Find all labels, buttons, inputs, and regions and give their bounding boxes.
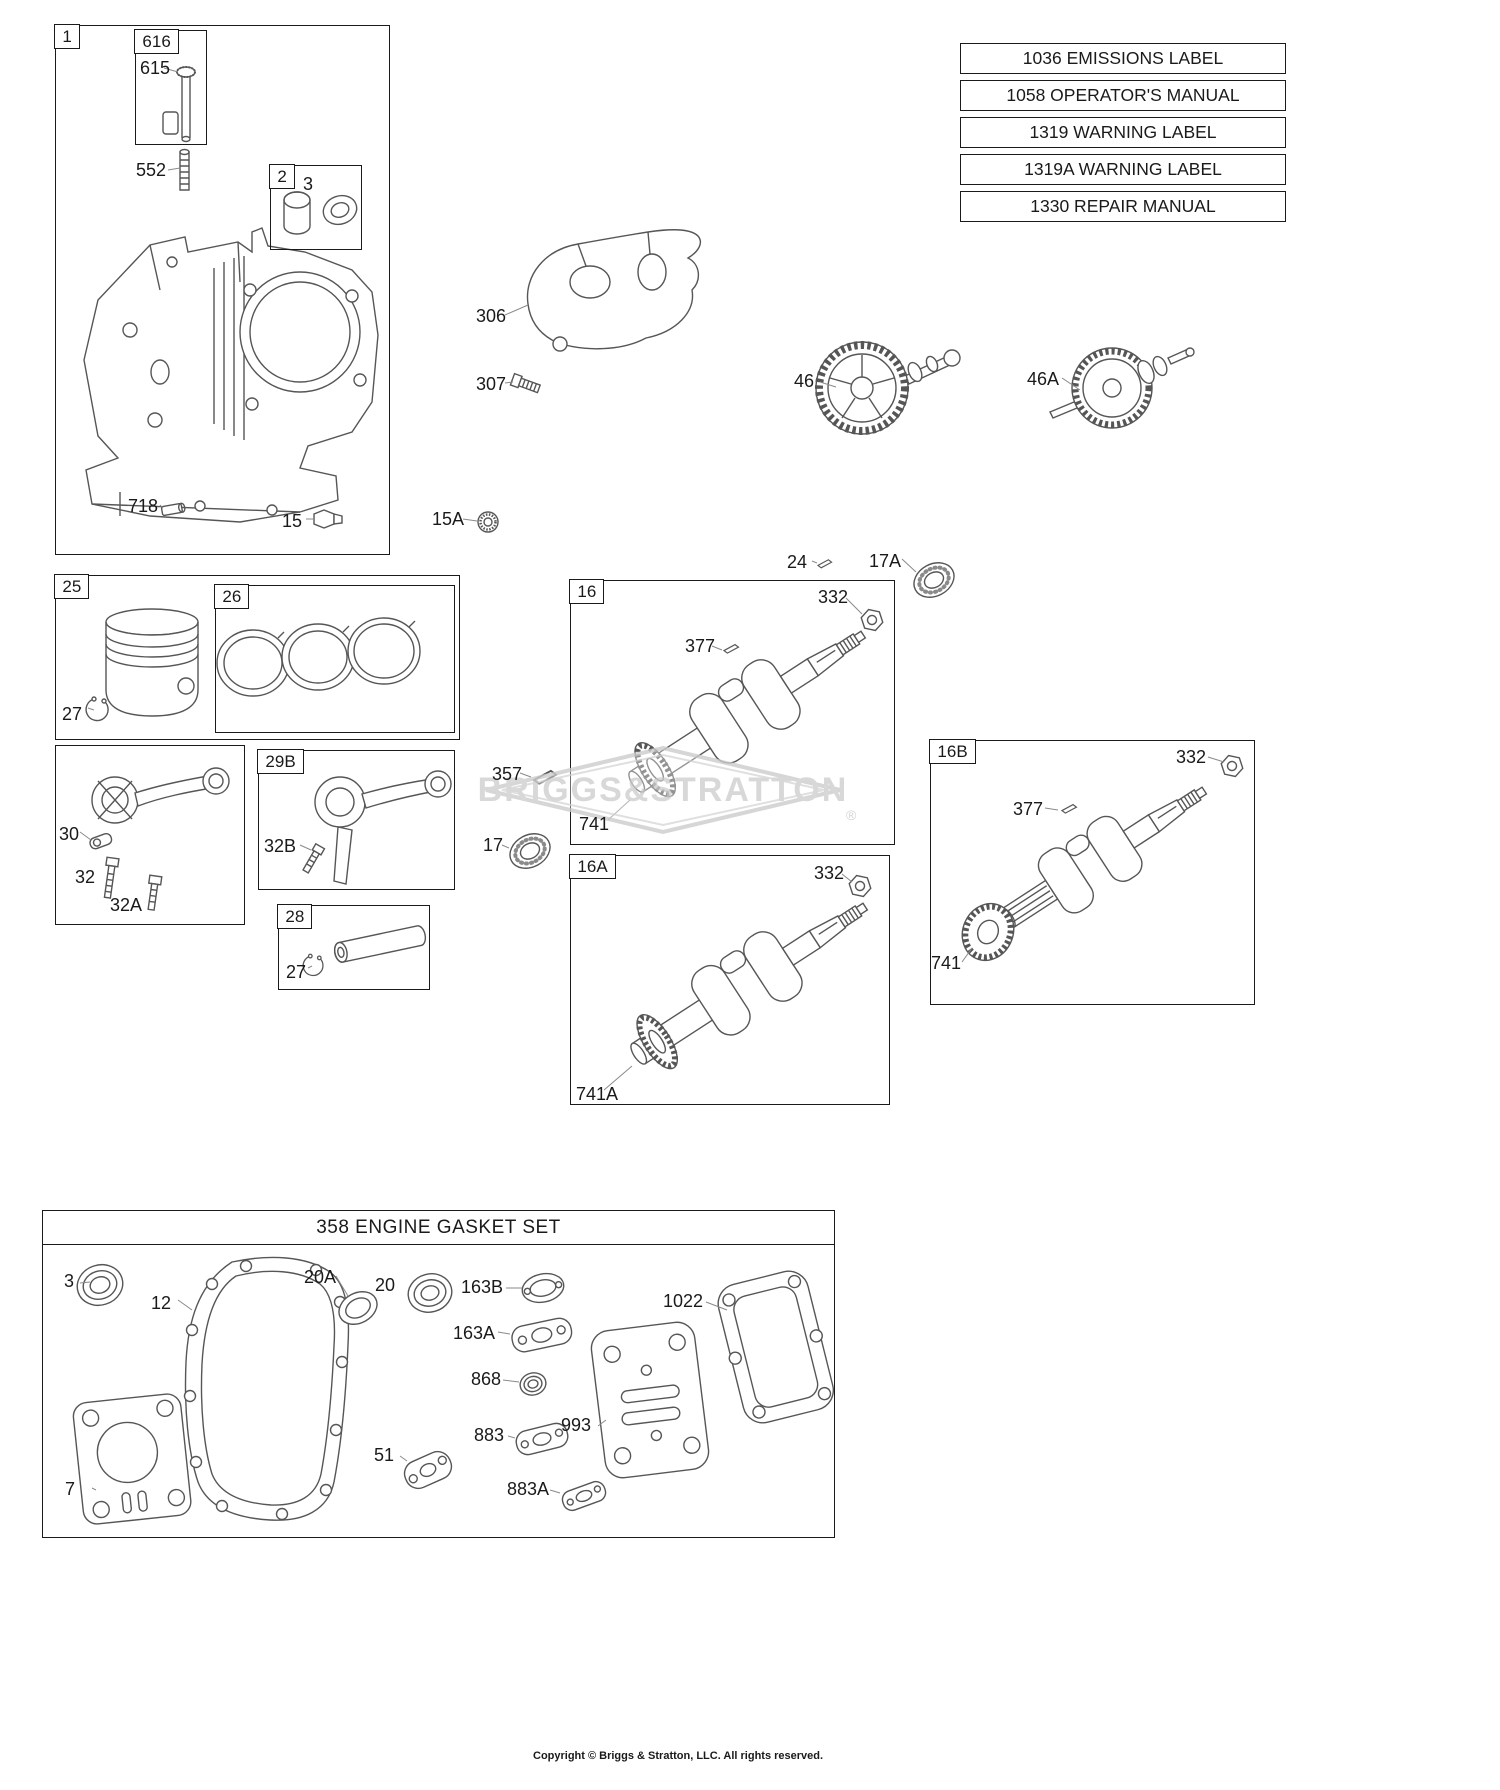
callout-32A: 32A <box>110 895 143 915</box>
screw-307-drawing <box>509 372 542 394</box>
reference-label-text: 1319 WARNING LABEL <box>1029 122 1217 142</box>
group-box-616: 616 <box>134 29 207 145</box>
reference-label-text: 1036 EMISSIONS LABEL <box>1022 48 1224 68</box>
callout-741-16: 741 <box>579 814 610 834</box>
callout-615: 615 <box>140 58 171 78</box>
callout-g883: 883 <box>474 1425 505 1445</box>
callout-377-16B: 377 <box>1013 799 1044 819</box>
group-box-29B: 29B <box>257 749 455 890</box>
callout-15A: 15A <box>432 509 465 529</box>
callout-17: 17 <box>483 835 504 855</box>
gasket-set-box: 358 ENGINE GASKET SET <box>42 1210 835 1538</box>
group-box-16B: 16B <box>929 739 1255 1005</box>
callout-g883A: 883A <box>507 1479 550 1499</box>
camshaft-drawing <box>1049 347 1195 429</box>
gasket-set-title: 358 ENGINE GASKET SET <box>316 1216 561 1238</box>
group-box-rod <box>55 745 245 925</box>
callout-g163A: 163A <box>453 1323 496 1343</box>
callout-377-16: 377 <box>685 636 716 656</box>
reference-label-warning-a: 1319A WARNING LABEL <box>960 154 1286 185</box>
heat-shield-drawing <box>526 229 702 352</box>
callout-g7: 7 <box>65 1479 76 1499</box>
callout-g20A: 20A <box>304 1267 337 1287</box>
group-box-616-tag: 616 <box>134 29 179 55</box>
callout-27-pin: 27 <box>286 962 307 982</box>
callout-718: 718 <box>128 496 159 516</box>
callout-332-16B: 332 <box>1176 747 1207 767</box>
callout-g20: 20 <box>375 1275 396 1295</box>
bearing-17-drawing <box>504 827 556 875</box>
group-box-29B-tag: 29B <box>257 749 304 775</box>
callout-46A: 46A <box>1027 369 1060 389</box>
group-box-1-tag: 1 <box>54 24 80 50</box>
key-24-drawing <box>817 559 833 569</box>
group-box-16A: 16A <box>569 854 890 1105</box>
callout-27-piston: 27 <box>62 704 83 724</box>
reference-label-text: 1058 OPERATOR'S MANUAL <box>1006 85 1240 105</box>
callout-g1022: 1022 <box>663 1291 704 1311</box>
group-box-25-tag: 25 <box>54 574 90 600</box>
reference-label-repair-manual: 1330 REPAIR MANUAL <box>960 191 1286 222</box>
callout-3: 3 <box>303 174 314 194</box>
callout-46: 46 <box>794 371 815 391</box>
group-box-26-tag: 26 <box>214 584 250 610</box>
group-box-28-tag: 28 <box>277 904 313 930</box>
callout-332-16: 332 <box>818 587 849 607</box>
reference-label-text: 1330 REPAIR MANUAL <box>1030 196 1216 216</box>
group-box-16: 16 <box>569 579 895 845</box>
group-box-26: 26 <box>214 584 455 733</box>
group-box-28: 28 <box>277 904 430 990</box>
callout-307: 307 <box>476 374 507 394</box>
copyright-text: Copyright © Briggs & Stratton, LLC. All … <box>533 1750 824 1762</box>
reference-label-warning: 1319 WARNING LABEL <box>960 117 1286 148</box>
callout-30: 30 <box>59 824 80 844</box>
callout-24: 24 <box>787 552 808 572</box>
group-box-16A-tag: 16A <box>569 854 616 880</box>
callout-357: 357 <box>492 764 523 784</box>
callout-332-16A: 332 <box>814 863 845 883</box>
callout-g868: 868 <box>471 1369 502 1389</box>
group-box-1: 1 <box>54 24 390 555</box>
callout-306: 306 <box>476 306 507 326</box>
group-box-2: 2 <box>269 164 362 250</box>
callout-17A: 17A <box>869 551 902 571</box>
group-box-16B-tag: 16B <box>929 739 976 765</box>
callout-15: 15 <box>282 511 303 531</box>
bearing-17A-drawing <box>908 556 960 604</box>
plug-15A-drawing <box>477 511 499 533</box>
callout-741A: 741A <box>576 1084 619 1104</box>
group-box-2-tag: 2 <box>269 164 295 190</box>
callout-32B: 32B <box>264 836 297 856</box>
callout-552: 552 <box>136 160 167 180</box>
reference-label-text: 1319A WARNING LABEL <box>1024 159 1222 179</box>
group-box-25: 25 <box>54 574 460 740</box>
callout-32: 32 <box>75 867 96 887</box>
cam-gear-drawing <box>815 341 961 435</box>
callout-g51: 51 <box>374 1445 395 1465</box>
reference-label-emissions: 1036 EMISSIONS LABEL <box>960 43 1286 74</box>
reference-label-operators-manual: 1058 OPERATOR'S MANUAL <box>960 80 1286 111</box>
callout-g3: 3 <box>64 1271 75 1291</box>
callout-g163B: 163B <box>461 1277 504 1297</box>
group-box-16-tag: 16 <box>569 579 605 605</box>
key-357-drawing <box>533 769 558 785</box>
callout-g993: 993 <box>561 1415 592 1435</box>
callout-741-16B: 741 <box>931 953 962 973</box>
gasket-set-title-row: 358 ENGINE GASKET SET <box>43 1211 834 1245</box>
callout-g12: 12 <box>151 1293 172 1313</box>
